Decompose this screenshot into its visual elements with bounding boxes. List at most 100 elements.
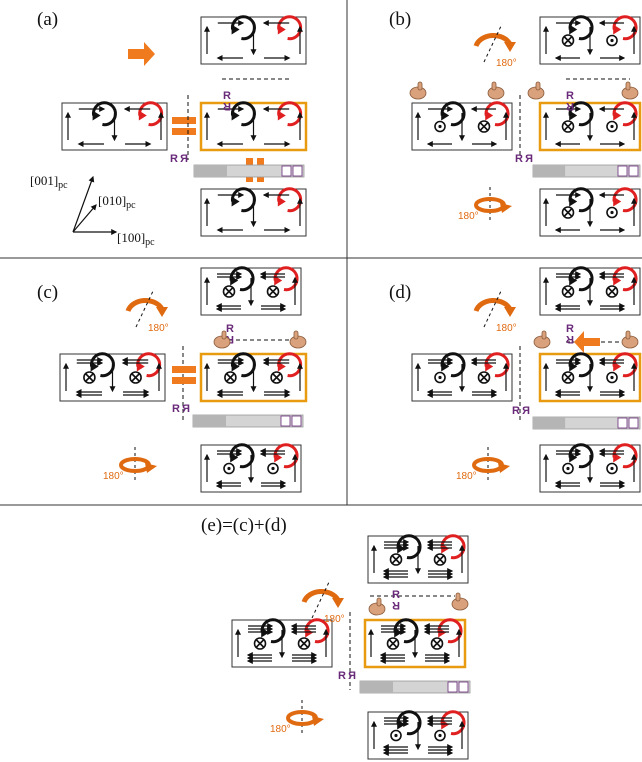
hand-icon-c2 (289, 330, 307, 349)
vortex-left (91, 101, 117, 127)
cell-b-center (538, 101, 642, 152)
mirror-letters-d-top: RR (566, 323, 574, 345)
cell-c-top (200, 266, 302, 316)
vortex-right (434, 710, 466, 742)
cell-c-center (199, 352, 308, 403)
reference-bar-e (359, 680, 471, 694)
svg-text:R: R (566, 333, 574, 345)
svg-text:R: R (226, 333, 234, 345)
reference-bar-b (532, 164, 641, 178)
vortex-right (605, 266, 638, 298)
panel-d-label: (d) (389, 282, 412, 303)
svg-text:R: R (348, 670, 356, 682)
svg-text:R: R (515, 153, 523, 165)
vortex-right (277, 15, 303, 41)
svg-text:R: R (392, 599, 400, 611)
hand-icon-d2 (621, 330, 639, 349)
vortex-left (83, 352, 115, 384)
hand-icon-e2 (451, 592, 469, 611)
cell-a-left (61, 101, 168, 151)
cell-b-bottom (539, 187, 641, 237)
svg-text:R: R (566, 90, 574, 102)
vortex-right (477, 101, 510, 133)
cell-c-bottom (200, 443, 302, 493)
svg-text:180°: 180° (458, 211, 479, 222)
svg-text:R: R (392, 589, 400, 601)
hand-icon-c1 (213, 330, 231, 349)
svg-text:180°: 180° (103, 471, 124, 482)
rotation-curl-b: 180° (458, 187, 512, 223)
vortex-right (433, 534, 466, 566)
rotation-arrow-c: 180° (125, 288, 169, 334)
rotation-curl-d: 180° (456, 447, 510, 483)
svg-text:R: R (566, 323, 574, 335)
rotation-arrow-e: 180° (301, 579, 345, 625)
vortex-left (561, 352, 594, 384)
vortex-right (606, 352, 638, 384)
svg-text:180°: 180° (496, 58, 517, 69)
svg-text:R: R (522, 405, 530, 417)
vortex-left (434, 101, 466, 133)
axis-triad: [001]pc [010]pc [100]pc (30, 173, 155, 248)
svg-text:R: R (180, 153, 188, 165)
vortex-right (266, 266, 299, 298)
vortex-right (430, 618, 463, 650)
arrow-left-icon-d (574, 331, 600, 353)
mirror-letters-b-top: RR (566, 90, 574, 112)
hand-icon-d1 (533, 330, 551, 349)
mirror-letters-a-top: RR (223, 90, 231, 112)
rotation-curl-c: 180° (103, 447, 157, 483)
cell-b-top (539, 15, 641, 65)
axis-010-label: [010]pc (98, 193, 136, 211)
vortex-right (297, 618, 330, 650)
vortex-right (129, 352, 162, 384)
vortex-right (606, 443, 638, 475)
vortex-right (267, 443, 299, 475)
svg-text:R: R (566, 100, 574, 112)
axis-100-label: [100]pc (117, 230, 155, 248)
arrow-right-icon (128, 42, 155, 66)
vortex-left (561, 266, 594, 298)
svg-text:R: R (512, 405, 520, 417)
hand-icon-e1 (368, 597, 386, 616)
cell-a-center (199, 101, 308, 152)
svg-text:180°: 180° (270, 724, 291, 735)
cell-a-bottom (200, 187, 307, 237)
svg-text:180°: 180° (148, 323, 169, 334)
mirror-letters-c-top: RR (226, 323, 234, 345)
panel-a-label: (a) (37, 9, 59, 30)
equals-icon (172, 117, 196, 135)
vortex-right (477, 352, 510, 384)
vortex-right (606, 15, 638, 47)
hand-icon-b4 (621, 81, 639, 100)
vortex-left (223, 443, 255, 475)
axis-001-label: [001]pc (30, 173, 68, 191)
hand-icon-b3 (527, 81, 545, 100)
vortex-left (253, 618, 286, 650)
vortex-right (270, 352, 303, 384)
vortex-left (222, 266, 255, 298)
cell-e-left (231, 618, 333, 668)
vortex-left (561, 101, 594, 133)
vortex-right (606, 101, 638, 133)
vortex-right (138, 101, 164, 127)
svg-text:R: R (226, 323, 234, 335)
svg-text:R: R (170, 153, 178, 165)
reference-bar-d (532, 416, 641, 430)
vortex-left (434, 352, 466, 384)
vortex-left (224, 352, 256, 384)
svg-text:R: R (182, 403, 190, 415)
svg-text:R: R (338, 670, 346, 682)
svg-text:R: R (172, 403, 180, 415)
vortex-left (390, 710, 422, 742)
panel-e-label: (e)=(c)+(d) (201, 515, 287, 536)
cell-a-top (200, 15, 307, 65)
vortex-left (561, 15, 594, 47)
cell-d-left (411, 352, 513, 402)
vortex-left (230, 15, 256, 41)
